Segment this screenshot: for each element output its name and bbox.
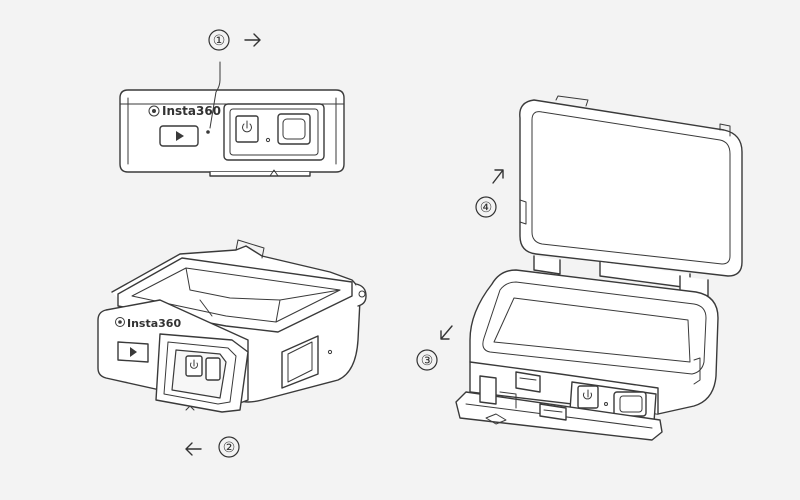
record-button-icon (282, 118, 306, 140)
play-icon (176, 131, 184, 141)
step-2-number: ② (223, 440, 236, 456)
play-button (159, 125, 199, 147)
brand-label: Insta360 (162, 104, 221, 118)
step-2-label: ② (185, 436, 240, 458)
arrow-left-icon (185, 442, 202, 456)
step-4-number: ④ (480, 200, 493, 216)
power-button (235, 115, 259, 143)
closed-case-front-view: Insta360 (119, 61, 345, 177)
front-play-icon (130, 347, 137, 357)
power-icon (242, 120, 252, 133)
step-1-label: ① (208, 29, 261, 51)
open-case-power-button (577, 385, 599, 409)
arrow-down-left-icon (440, 325, 453, 340)
front-brand-label: Insta360 (127, 317, 181, 330)
step-4-label: ④ (475, 169, 504, 218)
front-play-button (117, 341, 149, 363)
arrow-right-icon (244, 33, 261, 47)
record-button (277, 113, 311, 145)
step-3-label: ③ (416, 325, 453, 371)
case-front-cover-opening: Insta360 (97, 239, 367, 413)
arrow-up-right-icon (492, 169, 504, 184)
front-logo: Insta360 (115, 317, 181, 330)
cover-power-button (185, 355, 203, 377)
step-3-number: ③ (421, 353, 434, 369)
open-case-record-button (613, 391, 647, 417)
step-1-number: ① (213, 33, 226, 49)
brand-logo: Insta360 (148, 104, 221, 118)
open-case (455, 95, 743, 441)
